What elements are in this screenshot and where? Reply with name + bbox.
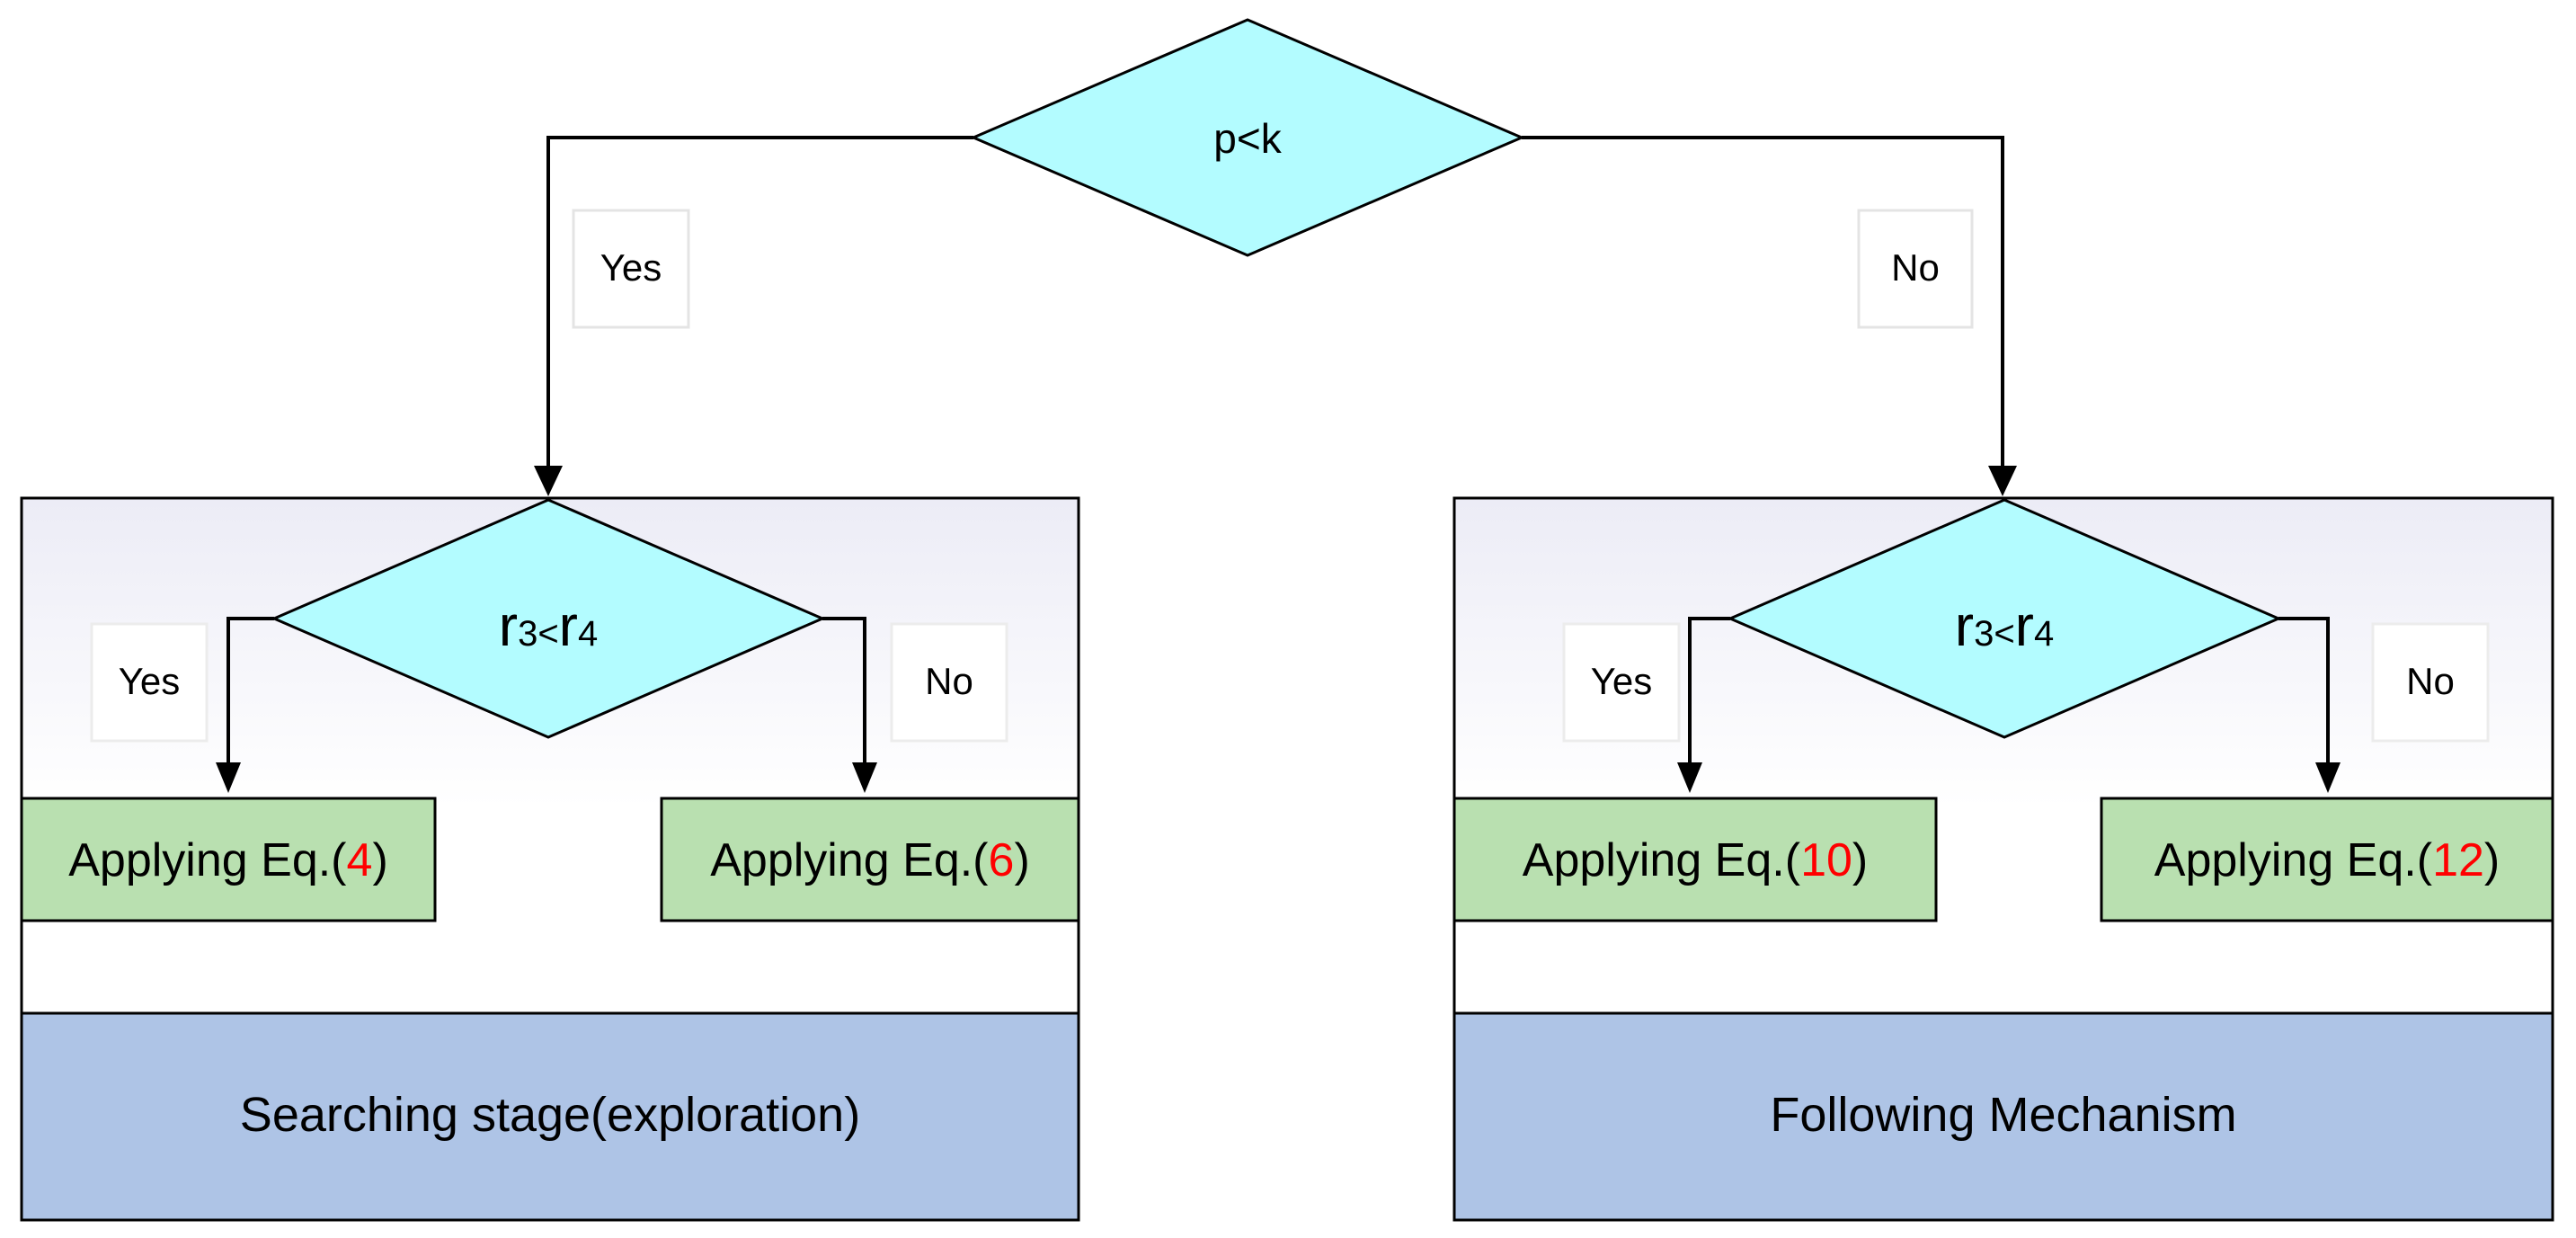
stage-searching-yes-connector [227,617,274,775]
stage-searching-title: Searching stage(exploration) [240,1088,860,1142]
stage-following-yes-label: Yes [1591,660,1653,702]
stage-following-no-action-label: Applying Eq.(12) [2154,834,2500,886]
stage-searching-no-action-label: Applying Eq.(6) [710,834,1030,886]
yes-arrowhead [534,466,563,496]
stage-following-yes-arrowhead [1677,762,1702,793]
stage-searching-yes-arrowhead [216,762,241,793]
stage-following-no-action [2100,797,2554,922]
stage-following-decision [1727,498,2282,739]
stage-searching-yes-label-box [90,622,209,743]
top-no-label-box [1857,209,1974,329]
stage-following-yes-connector [1688,617,1730,775]
stage-following-yes-label-box [1562,622,1681,743]
stage-searching-yes-action [20,797,437,922]
no-connector [1522,136,2004,485]
stage-following-yes-action-label: Applying Eq.(10) [1523,834,1868,886]
stage-searching: Searching stage(exploration) r3<r4 Yes N… [20,496,1080,1222]
stage-searching-decision-label: r3<r4 [499,593,598,658]
yes-connector [546,136,973,485]
top-decision-diamond [970,18,1525,257]
stage-searching-footer [20,1011,1080,1222]
stage-following-no-arrowhead [2315,762,2341,793]
top-yes-label: Yes [600,246,662,289]
stage-searching-no-arrowhead [852,762,877,793]
stage-searching-decision [271,498,826,739]
top-decision-label: p<k [1213,115,1282,162]
no-arrowhead [1988,466,2017,496]
stage-following-title: Following Mechanism [1770,1088,2236,1142]
stage-following-no-connector [2278,617,2330,775]
top-no-label: No [1891,246,1940,289]
stage-following-footer [1452,1011,2554,1222]
stage-following: Following Mechanism r3<r4 Yes No Applyin… [1452,496,2554,1222]
stage-following-no-label-box [2371,622,2490,743]
stage-searching-no-label-box [890,622,1008,743]
stage-searching-yes-action-label: Applying Eq.(4) [68,834,388,886]
stage-searching-no-action [660,797,1080,922]
stage-following-no-label: No [2406,660,2455,702]
stage-following-decision-label: r3<r4 [1955,593,2054,658]
stage-following-yes-action [1452,797,1938,922]
stage-searching-yes-label: Yes [119,660,181,702]
top-yes-label-box [572,209,690,329]
stage-searching-no-label: No [925,660,973,702]
stage-searching-no-connector [822,617,866,775]
